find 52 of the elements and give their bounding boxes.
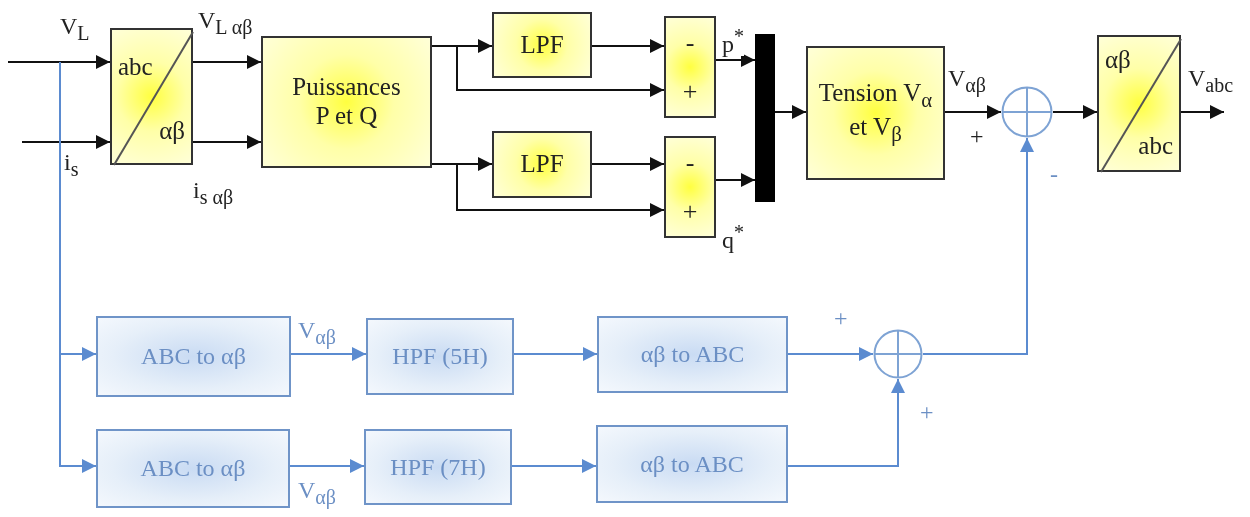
sign-label: + xyxy=(682,76,698,107)
arrow xyxy=(1052,105,1098,119)
block-label: abc xyxy=(1138,133,1173,158)
arrow xyxy=(431,163,665,217)
process-box: LPF xyxy=(492,131,592,198)
block-label: αβ xyxy=(1105,47,1131,72)
arrow xyxy=(59,353,97,473)
arrow xyxy=(511,459,597,473)
signal-label: p$^{*}$ xyxy=(722,26,744,56)
arrow xyxy=(431,45,665,97)
process-box: LPF xyxy=(492,12,592,78)
arrow xyxy=(21,135,111,149)
mux-bar xyxy=(755,34,775,202)
arrow xyxy=(1180,105,1225,119)
arrow xyxy=(59,61,97,361)
sign-label: - xyxy=(685,27,695,58)
arrow xyxy=(591,157,665,171)
process-box: αβ to ABC xyxy=(596,425,788,503)
arrow xyxy=(192,55,262,69)
sign-block xyxy=(664,136,716,238)
arrow xyxy=(290,347,367,361)
arrow xyxy=(774,105,807,119)
process-box: HPF (5H) xyxy=(366,318,514,395)
arrow xyxy=(715,53,756,67)
sign-label: - xyxy=(685,147,695,178)
block-label: abc xyxy=(118,54,153,79)
process-box: HPF (7H) xyxy=(364,429,512,505)
arrow xyxy=(787,378,905,467)
transform-block xyxy=(1097,35,1181,172)
arrow xyxy=(944,105,1002,119)
signal-label: q$^{*}$ xyxy=(722,222,744,252)
arrow xyxy=(7,55,111,69)
process-box: ABC to αβ xyxy=(96,429,290,508)
sign-block xyxy=(664,16,716,118)
process-box: Tension V$_{α}$ et V$_{β}$ xyxy=(806,46,945,180)
arrow xyxy=(289,459,365,473)
arrow xyxy=(192,135,262,149)
arrow xyxy=(787,347,874,361)
arrow xyxy=(715,173,756,187)
arrow xyxy=(922,137,1034,355)
arrow xyxy=(591,39,665,53)
transform-block xyxy=(110,28,193,165)
arrow xyxy=(513,347,598,361)
process-box: αβ to ABC xyxy=(597,316,788,393)
process-box: Puissances P et Q xyxy=(261,36,432,168)
sign-label: - xyxy=(1050,162,1058,186)
sign-label: + xyxy=(970,124,984,148)
block-label: αβ xyxy=(159,118,185,143)
sign-label: + xyxy=(834,306,848,330)
sign-label: + xyxy=(920,400,934,424)
process-box: ABC to αβ xyxy=(96,316,291,397)
sign-label: + xyxy=(682,196,698,227)
